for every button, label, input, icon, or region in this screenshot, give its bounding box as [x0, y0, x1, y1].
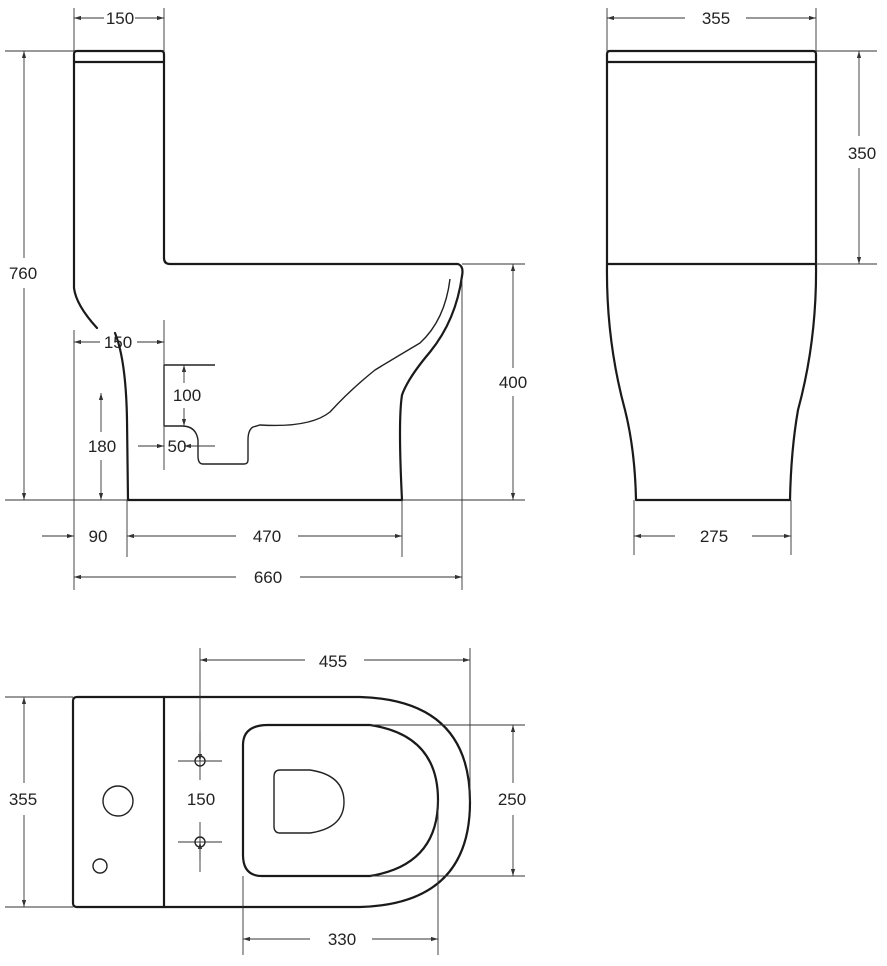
top-water-area	[273, 769, 345, 834]
dim-label: 350	[848, 144, 876, 163]
dim-top-length: 455	[200, 652, 470, 671]
dim-side-base-length: 470	[126, 527, 402, 546]
secondary-button-icon	[92, 858, 108, 874]
top-tank	[71, 695, 166, 909]
dim-side-seat-height: 400	[499, 264, 527, 500]
side-view	[72, 49, 464, 502]
dim-label: 660	[254, 568, 282, 587]
front-extension-lines	[606, 8, 877, 555]
dim-label: 90	[89, 527, 108, 546]
dim-label: 250	[498, 790, 526, 809]
dim-label: 150	[106, 9, 134, 28]
dim-label: 50	[168, 437, 187, 456]
top-extension-lines	[5, 648, 525, 955]
dim-label: 355	[9, 790, 37, 809]
dim-label: 150	[104, 333, 132, 352]
side-tank-front	[162, 60, 464, 278]
dim-side-rear-offset: 150	[74, 333, 164, 352]
flush-button-icon	[102, 785, 134, 817]
side-tank-lid	[72, 49, 166, 64]
dim-front-width: 355	[607, 9, 816, 28]
dim-side-tank-depth: 150	[74, 9, 164, 28]
top-seat-opening	[241, 723, 440, 878]
dim-label: 275	[700, 527, 728, 546]
dim-label: 455	[319, 652, 347, 671]
side-bowl-front	[398, 274, 464, 502]
dim-side-outlet-width: 50	[138, 437, 200, 456]
top-view	[71, 695, 472, 909]
dim-label: 330	[328, 930, 356, 949]
dim-top-width: 355	[9, 697, 37, 907]
dim-label: 100	[173, 386, 201, 405]
front-bowl-body	[605, 262, 818, 502]
dim-label: 355	[702, 9, 730, 28]
dim-side-total-height: 760	[9, 51, 37, 500]
dim-label: 150	[187, 790, 215, 809]
dim-top-hole-spacing: 150	[178, 731, 222, 872]
dim-label: 180	[88, 437, 116, 456]
dim-side-outlet-height: 100	[173, 365, 201, 426]
dim-top-bowl-width: 250	[498, 725, 526, 876]
dim-label: 400	[499, 373, 527, 392]
dim-top-bowl-length: 330	[243, 930, 438, 949]
front-view	[605, 49, 818, 502]
dim-label: 760	[9, 264, 37, 283]
dim-side-wall-to-base: 90	[42, 527, 107, 546]
front-tank-body	[605, 60, 818, 266]
side-extension-lines	[5, 8, 525, 590]
dim-label: 470	[253, 527, 281, 546]
dim-front-tank-height: 350	[848, 51, 876, 264]
front-tank-lid	[605, 49, 818, 64]
dim-front-base-width: 275	[634, 527, 791, 546]
dim-side-total-length: 660	[74, 568, 462, 587]
dim-side-outlet-center: 180	[88, 393, 116, 500]
side-bowl-inner	[164, 278, 451, 465]
side-tank-body	[72, 60, 99, 330]
side-base-rear	[113, 331, 130, 502]
